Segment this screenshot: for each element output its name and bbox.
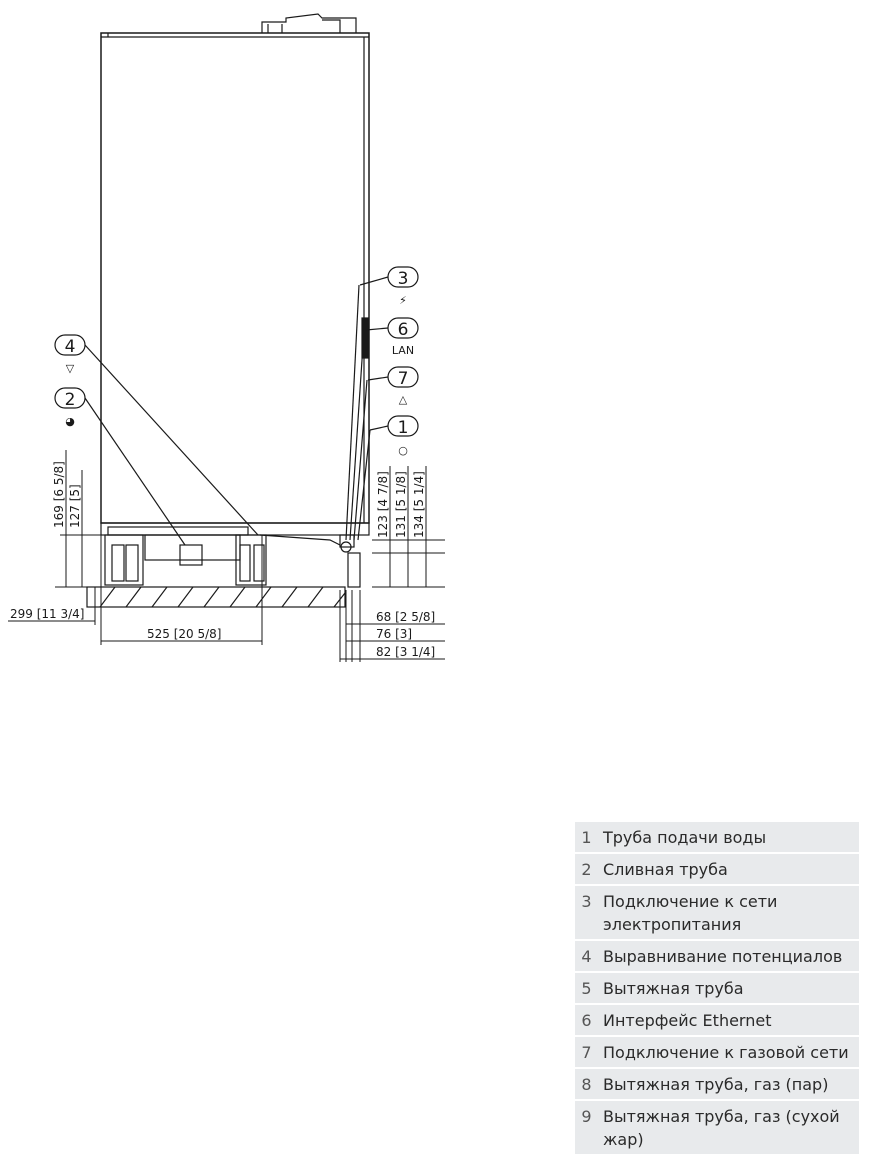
legend-text: Вытяжная труба, газ (сухой жар) — [597, 1101, 859, 1156]
legend-number: 9 — [575, 1101, 597, 1156]
callout-number-3: 3 — [398, 269, 409, 289]
callout-symbol-4: ▽ — [66, 362, 75, 375]
top-hood — [261, 13, 357, 33]
dim-131: 131 [5 1/8] — [394, 471, 408, 538]
cabinet-body — [100, 32, 370, 524]
dim-299: 299 [11 3/4] — [10, 607, 84, 621]
legend-text: Интерфейс Ethernet — [597, 1005, 859, 1037]
legend-text: Вытяжная труба — [597, 973, 859, 1005]
callout-number-2: 2 — [65, 390, 76, 410]
legend-number: 7 — [575, 1037, 597, 1069]
legend-text: Выравнивание потенциалов — [597, 941, 859, 973]
callout-number-4: 4 — [65, 337, 76, 357]
legend-number: 4 — [575, 941, 597, 973]
legend-text: Подключение к сети электропитания — [597, 886, 859, 941]
callout-symbol-3: ⚡ — [399, 294, 407, 307]
dim-525: 525 [20 5/8] — [147, 627, 221, 641]
dim-76: 76 [3] — [376, 627, 412, 641]
callout-symbol-1: ○ — [398, 444, 408, 457]
legend-text: Сливная труба — [597, 854, 859, 886]
legend-text: Вытяжная труба, газ (пар) — [597, 1069, 859, 1101]
legend-number: 3 — [575, 886, 597, 941]
callout-number-1: 1 — [398, 418, 409, 438]
legend-number: 5 — [575, 973, 597, 1005]
dim-169: 169 [6 5/8] — [52, 461, 66, 528]
callout-symbol-7: △ — [399, 393, 408, 406]
dim-123: 123 [4 7/8] — [376, 471, 390, 538]
legend-number: 8 — [575, 1069, 597, 1101]
legend-number: 2 — [575, 854, 597, 886]
technical-drawing: 4 ▽ 2 ◕ 3 ⚡ 6 LAN 7 △ 1 ○ 169 [6 5/8] 12… — [8, 13, 445, 662]
legend-text: Подключение к газовой сети — [597, 1037, 859, 1069]
legend-number: 1 — [575, 822, 597, 854]
legend-number: 6 — [575, 1005, 597, 1037]
callout-number-7: 7 — [398, 369, 409, 389]
dim-68: 68 [2 5/8] — [376, 610, 435, 624]
callout-symbol-2: ◕ — [65, 415, 75, 428]
dim-82: 82 [3 1/4] — [376, 645, 435, 659]
dim-134: 134 [5 1/4] — [412, 471, 426, 538]
floor — [86, 586, 346, 608]
callout-symbol-6: LAN — [392, 344, 414, 357]
dim-127: 127 [5] — [68, 484, 82, 528]
base-frame — [100, 522, 370, 536]
callout-number-6: 6 — [398, 320, 409, 340]
legend-text: Труба подачи воды — [597, 822, 859, 854]
